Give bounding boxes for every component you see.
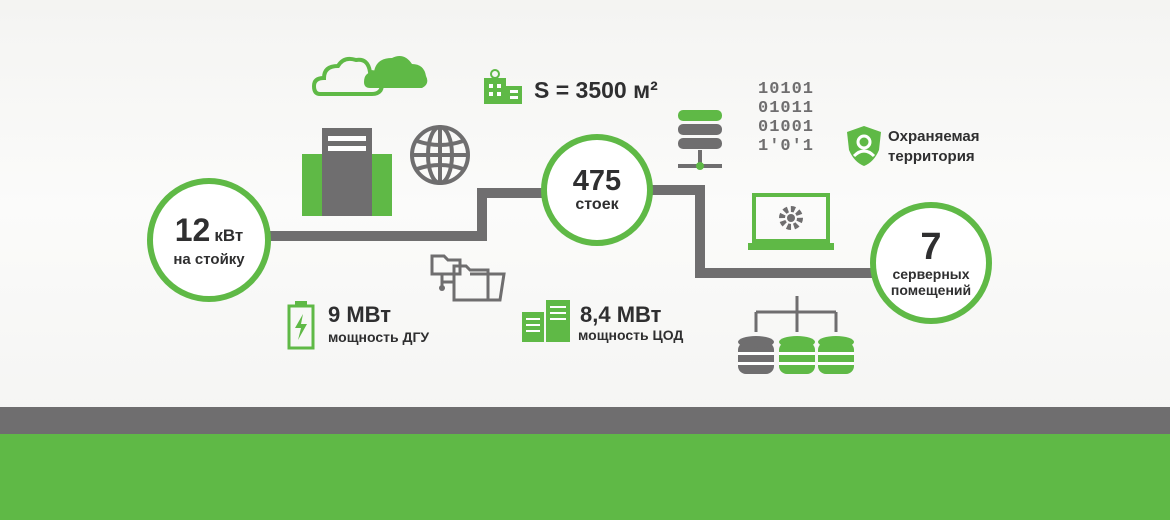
binary-row: 10101 (758, 80, 815, 99)
rooms-label-2: помещений (890, 282, 972, 298)
rack-power-number: 12 (174, 212, 211, 248)
binary-row: 1'0'1 (758, 137, 815, 156)
shield-icon (847, 126, 881, 166)
database-network-icon (738, 296, 854, 374)
rack-power-circle: 12 кВт на стойку (147, 178, 271, 302)
binary-row: 01011 (758, 99, 815, 118)
dc-label: мощность ЦОД (578, 327, 684, 343)
racks-label: стоек (575, 196, 619, 213)
racks-number: 475 (572, 165, 622, 197)
binary-code-icon: 10101 01011 01001 1'0'1 (758, 80, 828, 156)
battery-icon (287, 301, 315, 350)
green-floor-stripe (0, 434, 1170, 520)
folder-network-icon (430, 254, 506, 302)
building-icon (484, 69, 522, 104)
rooms-label-1: серверных (892, 266, 970, 282)
rack-power-unit: кВт (214, 226, 244, 245)
rooms-circle: 7 серверных помещений (870, 202, 992, 324)
binary-row: 01001 (758, 118, 815, 137)
server-stack-icon (678, 110, 722, 170)
area-text: S = 3500 м² (534, 77, 658, 103)
laptop-gear-icon (748, 193, 834, 250)
dgu-value: 9 МВт (328, 302, 392, 327)
rooms-number: 7 (920, 226, 942, 268)
dc-value: 8,4 МВт (580, 302, 662, 327)
security-label: Охраняемая территория (888, 127, 979, 167)
server-tower-icon (302, 128, 392, 216)
server-pair-icon (522, 300, 570, 342)
dgu-label: мощность ДГУ (328, 329, 430, 345)
security-line2: территория (888, 148, 975, 165)
rack-power-label: на стойку (173, 251, 245, 268)
security-line1: Охраняемая (888, 128, 980, 145)
gray-floor-stripe (0, 407, 1170, 437)
globe-icon (410, 125, 470, 185)
racks-circle: 475 стоек (541, 134, 653, 246)
cloud-icon (312, 56, 428, 96)
